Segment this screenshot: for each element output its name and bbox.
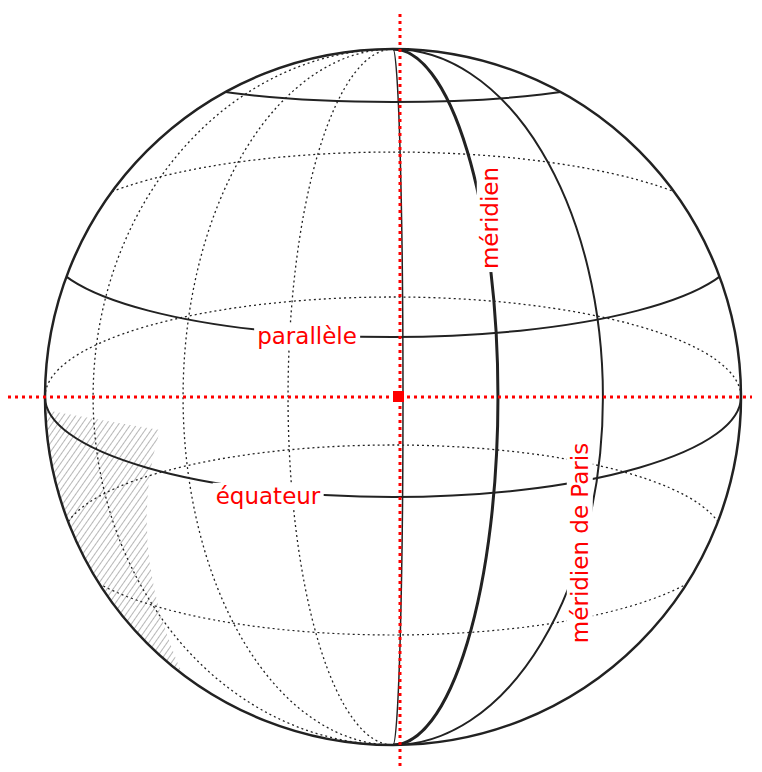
paris-meridian-label: méridien de Paris <box>567 440 593 646</box>
parallel-label: parallèle <box>254 323 360 349</box>
meridian-label: méridien <box>477 164 503 272</box>
equator-label: équateur <box>213 483 324 509</box>
